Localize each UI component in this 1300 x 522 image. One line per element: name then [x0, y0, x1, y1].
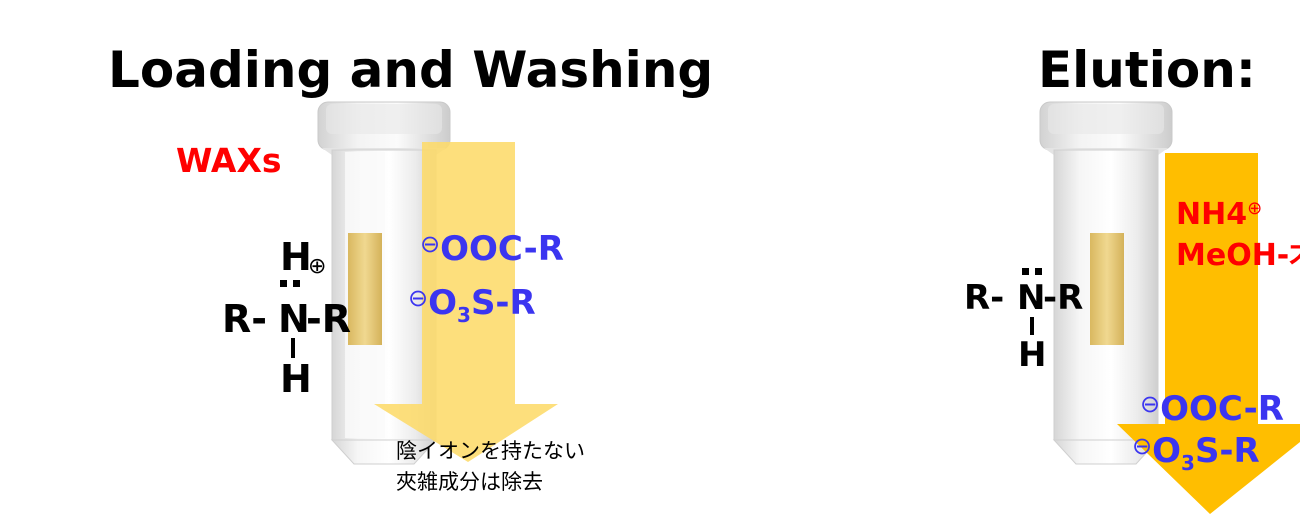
amine-h-bottom: H	[280, 357, 312, 401]
sulfonate-o: O	[1152, 431, 1182, 471]
minus-charge-icon: ⊖	[408, 284, 429, 312]
carboxylate-text: OOC-R	[1160, 389, 1284, 429]
loading-washing-title: Loading and Washing	[108, 41, 714, 99]
lone-pair-dots	[1022, 268, 1042, 275]
plus-charge-icon: ⊕	[308, 254, 327, 279]
carboxylate-text: OOC-R	[440, 229, 564, 269]
elution-reagent-line-1: NH4⊕	[1176, 200, 1262, 230]
left-flow-arrow	[374, 142, 558, 462]
wax-sorbent-label: WAXs	[176, 141, 282, 180]
amine-n: N	[278, 297, 310, 341]
elution-title: Elution:	[1038, 41, 1256, 99]
right-neutral-amine: R- N -R H	[964, 268, 1104, 378]
amine-r-left: R-	[222, 297, 268, 341]
amine-h-top: H	[280, 235, 312, 279]
sulfonate-text: S-R	[1194, 431, 1260, 471]
sulfonate-subscript: 3	[1181, 450, 1195, 475]
minus-charge-icon: ⊖	[420, 230, 441, 258]
amine-r-right: -R	[306, 297, 352, 341]
amine-r-right: -R	[1043, 278, 1084, 318]
carboxylate-anion: ⊖OOC-R	[420, 232, 564, 266]
sulfonate-anion: ⊖O3S-R	[408, 286, 536, 325]
right-sorbent-bed	[1090, 233, 1124, 345]
sulfonate-text: S-R	[470, 283, 536, 323]
lone-pair-dots	[280, 280, 300, 287]
elution-reagent-line-2: MeOH-才	[1176, 238, 1300, 273]
left-cartridge	[317, 101, 451, 465]
amine-r-left: R-	[964, 278, 1005, 318]
minus-charge-icon: ⊖	[1140, 390, 1161, 418]
plus-charge-icon: ⊕	[1247, 198, 1263, 219]
minus-charge-icon: ⊖	[1132, 432, 1153, 460]
wash-note-line-2: 夾雑成分は除去	[396, 470, 543, 494]
amine-h-bottom: H	[1018, 335, 1047, 375]
sulfonate-o: O	[428, 283, 458, 323]
amine-n: N	[1017, 278, 1046, 318]
ammonia-text: NH4	[1176, 197, 1248, 232]
carboxylate-anion: ⊖OOC-R	[1140, 392, 1284, 426]
n-h-bond	[291, 338, 295, 358]
wash-note-line-1: 陰イオンを持たない	[396, 439, 585, 463]
left-protonated-amine: H ⊕ R- N -R H	[222, 238, 362, 398]
right-cartridge	[1039, 101, 1173, 465]
sulfonate-anion: ⊖O3S-R	[1132, 434, 1260, 473]
sulfonate-subscript: 3	[457, 302, 471, 327]
n-h-bond	[1030, 317, 1034, 335]
right-flow-arrow	[1117, 153, 1300, 514]
left-sorbent-bed	[348, 233, 382, 345]
